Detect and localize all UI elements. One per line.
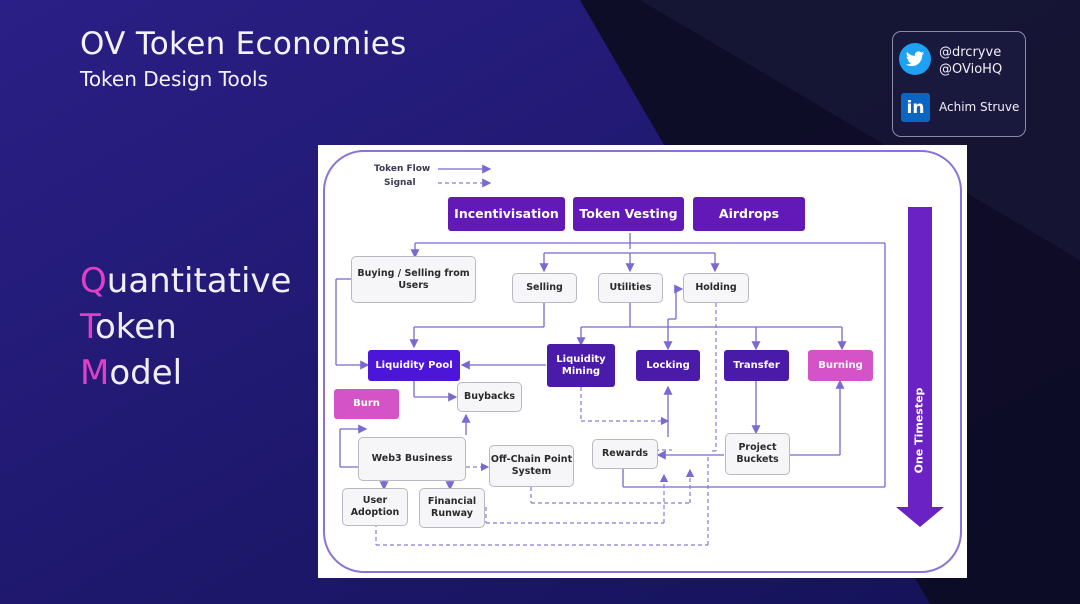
acronym-line-t: Token (80, 307, 177, 347)
slide-title: OV Token Economies (80, 26, 407, 62)
node-buying-selling: Buying / Selling from Users (351, 256, 476, 303)
twitter-handle-1[interactable]: @drcryve (939, 45, 1002, 60)
one-timestep-label: One Timestep (912, 387, 926, 473)
node-financial-runway: Financial Runway (419, 488, 485, 528)
acronym-block: Quantitative Token Model (80, 258, 291, 396)
linkedin-name[interactable]: Achim Struve (939, 100, 1020, 114)
node-burning: Burning (808, 350, 873, 381)
node-airdrops: Airdrops (693, 197, 805, 231)
node-rewards: Rewards (592, 439, 658, 469)
diagram-connectors (323, 150, 962, 573)
node-holding: Holding (683, 273, 749, 303)
twitter-handle-2[interactable]: @OVioHQ (939, 62, 1003, 77)
node-transfer: Transfer (724, 350, 789, 381)
slide-subtitle: Token Design Tools (80, 67, 268, 91)
legend-token-flow: Token Flow (374, 164, 431, 174)
linkedin-icon: in (901, 93, 930, 122)
acronym-line-m: Model (80, 353, 183, 393)
node-utilities: Utilities (598, 273, 663, 303)
node-off-chain-point-system: Off-Chain Point System (489, 445, 574, 487)
acronym-line-q: Quantitative (80, 261, 292, 301)
node-buybacks: Buybacks (457, 382, 522, 412)
node-project-buckets: Project Buckets (725, 433, 790, 475)
node-user-adoption: User Adoption (342, 488, 408, 526)
one-timestep-arrow: One Timestep (904, 355, 934, 505)
node-token-vesting: Token Vesting (573, 197, 684, 231)
node-selling: Selling (512, 273, 577, 303)
node-incentivisation: Incentivisation (448, 197, 565, 231)
node-burn: Burn (334, 389, 399, 419)
legend-signal: Signal (384, 178, 416, 188)
node-locking: Locking (636, 350, 700, 381)
social-card: @drcryve @OVioHQ in Achim Struve (892, 31, 1026, 137)
twitter-icon (899, 43, 931, 75)
node-liquidity-mining: Liquidity Mining (547, 344, 615, 387)
node-web3-business: Web3 Business (358, 437, 466, 481)
token-model-diagram: Token Flow Signal Incentivisation Token … (318, 145, 967, 578)
node-liquidity-pool: Liquidity Pool (368, 350, 460, 381)
